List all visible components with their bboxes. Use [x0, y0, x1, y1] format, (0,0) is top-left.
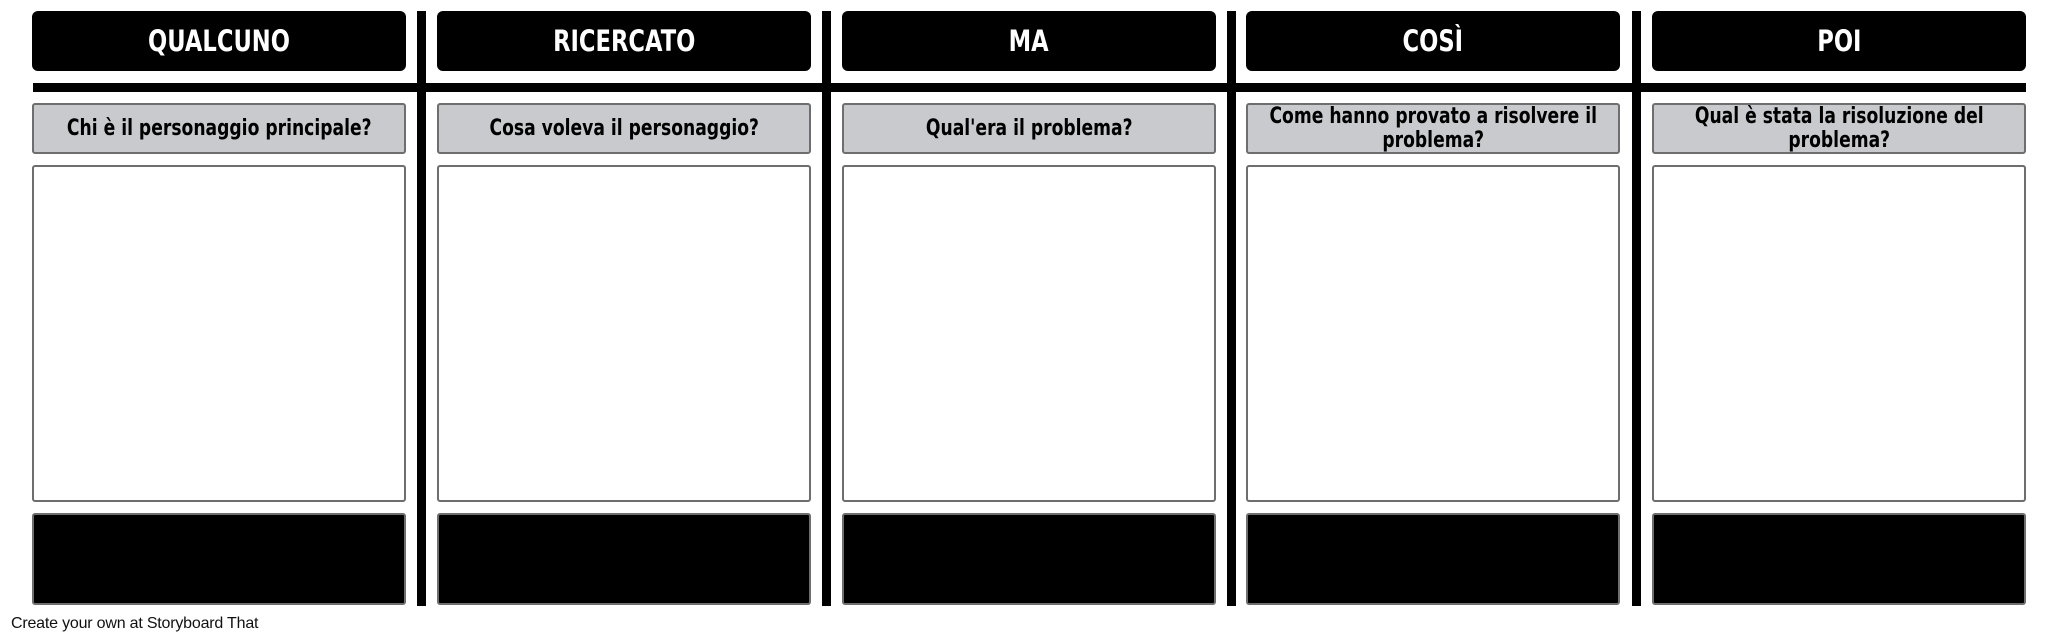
column-ma: MA Qual'era il problema? [842, 0, 1216, 606]
column-header: MA [842, 11, 1216, 71]
column-header-label: POI [1816, 24, 1862, 58]
column-header: QUALCUNO [32, 11, 406, 71]
column-header-label: QUALCUNO [148, 24, 290, 58]
question-text: Cosa voleva il personaggio? [489, 115, 759, 141]
question-text: Qual'era il problema? [925, 115, 1133, 141]
question-box: Cosa voleva il personaggio? [437, 103, 811, 154]
column-header-label: MA [1008, 24, 1050, 58]
scene-description-box[interactable] [1246, 513, 1620, 605]
answer-cell[interactable] [437, 165, 811, 502]
question-text: Chi è il personaggio principale? [66, 115, 372, 141]
column-divider [1632, 11, 1641, 606]
question-box: Come hanno provato a risolvere il proble… [1246, 103, 1620, 154]
question-box: Qual è stata la risoluzione del problema… [1652, 103, 2026, 154]
column-cosi: COSÌ Come hanno provato a risolvere il p… [1246, 0, 1620, 606]
question-box: Chi è il personaggio principale? [32, 103, 406, 154]
scene-description-box[interactable] [1652, 513, 2026, 605]
scene-description-box[interactable] [842, 513, 1216, 605]
column-header-label: RICERCATO [552, 24, 696, 58]
column-divider [417, 11, 426, 606]
answer-cell[interactable] [1652, 165, 2026, 502]
question-text: Qual è stata la risoluzione del problema… [1694, 103, 1984, 153]
column-divider [1227, 11, 1236, 606]
column-header: POI [1652, 11, 2026, 71]
answer-cell[interactable] [1246, 165, 1620, 502]
column-divider [822, 11, 831, 606]
column-header-label: COSÌ [1402, 24, 1464, 58]
column-poi: POI Qual è stata la risoluzione del prob… [1652, 0, 2026, 606]
column-ricercato: RICERCATO Cosa voleva il personaggio? [437, 0, 811, 606]
column-header: COSÌ [1246, 11, 1620, 71]
column-header: RICERCATO [437, 11, 811, 71]
storyboard-that-credit-link[interactable]: Create your own at Storyboard That [11, 615, 259, 632]
horizontal-divider [33, 83, 2026, 92]
answer-cell[interactable] [32, 165, 406, 502]
scene-description-box[interactable] [437, 513, 811, 605]
column-qualcuno: QUALCUNO Chi è il personaggio principale… [32, 0, 406, 606]
scene-description-box[interactable] [32, 513, 406, 605]
question-text: Come hanno provato a risolvere il proble… [1269, 103, 1597, 153]
question-box: Qual'era il problema? [842, 103, 1216, 154]
answer-cell[interactable] [842, 165, 1216, 502]
